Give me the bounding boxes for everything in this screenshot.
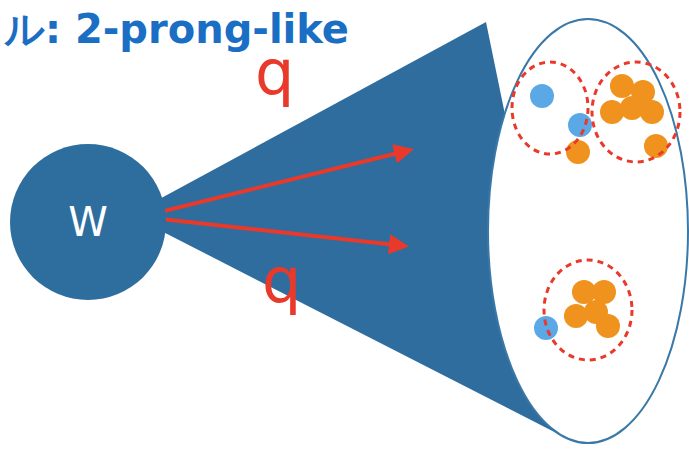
quark-arrow xyxy=(152,218,405,246)
quark-arrow xyxy=(152,150,410,214)
w-boson-circle: W xyxy=(10,144,166,300)
quark-label: q xyxy=(262,250,301,312)
slide-title: ル: 2-prong-like xyxy=(4,2,349,57)
quark-label: q xyxy=(255,42,294,104)
cluster-circle xyxy=(512,62,680,360)
particle-dots xyxy=(530,74,668,340)
particle-name: W xyxy=(68,199,108,245)
jet-cross-section xyxy=(488,19,688,443)
circle-shape xyxy=(10,144,166,300)
